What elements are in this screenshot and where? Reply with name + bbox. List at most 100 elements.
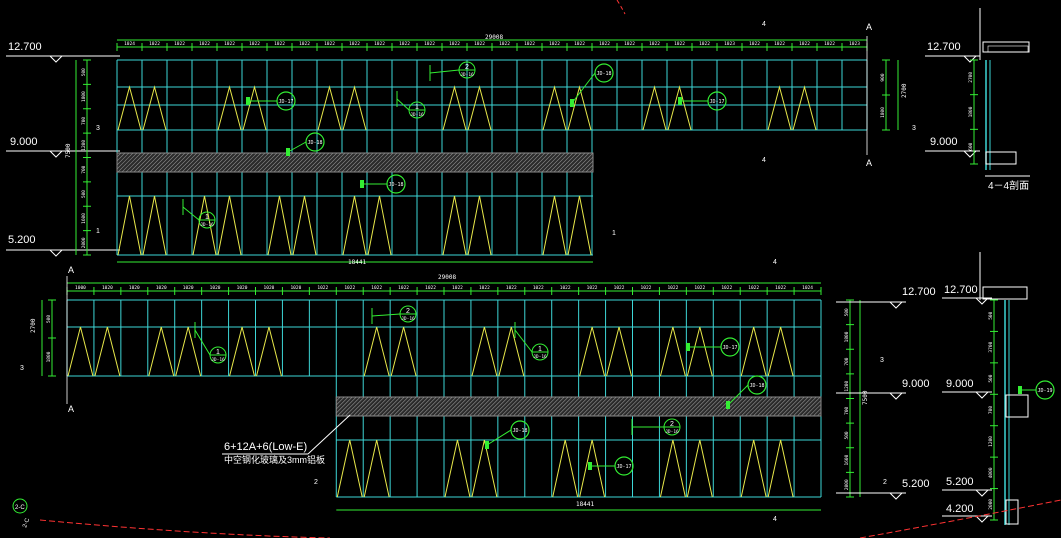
spandrel-hatch (253, 152, 274, 173)
spandrel-hatch (665, 396, 685, 417)
spandrel-hatch (497, 396, 517, 417)
spandrel-hatch (697, 396, 717, 417)
dimension-value: 500 (988, 374, 994, 382)
spandrel-hatch (517, 396, 537, 417)
lower-index-4: 2JD-16 (631, 418, 681, 436)
opening-sash-mark (552, 439, 579, 498)
leader-marker (286, 148, 290, 156)
level-markers-upper: 12.700 9.000 5.200 (8, 41, 42, 246)
dimension-value: 1024 (802, 285, 813, 291)
spandrel-hatch (385, 152, 406, 173)
spandrel-hatch (489, 396, 509, 417)
spandrel-hatch (541, 152, 562, 173)
spandrel-hatch (229, 152, 250, 173)
index-ref: JD-16 (200, 222, 214, 228)
spandrel-hatch (505, 152, 526, 173)
index-number: 1 (415, 104, 419, 111)
dimension-value: 1800 (81, 91, 87, 102)
spandrel-hatch (605, 396, 625, 417)
spandrel-hatch (561, 152, 582, 173)
spandrel-hatch (373, 152, 394, 173)
spandrel-hatch (429, 152, 450, 173)
section4-level-mark-mid (925, 150, 980, 158)
spandrel-hatch (433, 396, 453, 417)
dimension-value: 700 (81, 117, 87, 125)
spandrel-hatch (769, 396, 789, 417)
opening-sash-mark (579, 326, 606, 377)
spandrel-hatch (336, 396, 349, 410)
level-mark-mid (6, 150, 66, 158)
leader-marker (588, 462, 592, 470)
spandrel-hatch (773, 396, 793, 417)
spandrel-hatch (493, 152, 514, 173)
spandrel-hatch (661, 396, 681, 417)
spandrel-hatch (657, 396, 677, 417)
lower-index-3: 1JD-16 (514, 322, 549, 361)
spandrel-hatch (733, 396, 753, 417)
spandrel-hatch (425, 152, 446, 173)
leader-marker (246, 97, 250, 105)
dimension-value: 1200 (988, 436, 994, 447)
spandrel-hatch (293, 152, 314, 173)
opening-sash-mark (67, 326, 94, 377)
spandrel-hatch (125, 152, 146, 173)
spandrel-hatch (569, 396, 589, 417)
level-label-top: 12.700 (8, 41, 42, 53)
spandrel-hatch (461, 396, 481, 417)
opening-sash-mark (659, 439, 686, 498)
spandrel-hatch (473, 152, 494, 173)
spandrel-hatch (485, 152, 506, 173)
dimension-value: 500 (844, 308, 850, 316)
dimension-value: 1022 (425, 285, 436, 291)
spandrel-hatch (705, 396, 725, 417)
dimension-value: 1020 (183, 285, 194, 291)
spandrel-hatch (357, 152, 378, 173)
spandrel-hatch (417, 396, 437, 417)
spandrel-hatch (353, 152, 374, 173)
spandrel-hatch (777, 396, 797, 417)
leader-marker (678, 97, 682, 105)
dimension-value: 1020 (156, 285, 167, 291)
dimension-value: 1022 (524, 41, 535, 47)
spandrel-hatch (533, 396, 553, 417)
section-lower-level-base: 4.200 (946, 503, 974, 515)
spandrel-hatch (345, 152, 366, 173)
section4-lower-slab (985, 151, 1017, 165)
spandrel-hatch (573, 396, 593, 417)
spandrel-hatch (549, 396, 569, 417)
spandrel-hatch (577, 396, 597, 417)
spandrel-hatch (757, 396, 777, 417)
dimension-value: 1022 (699, 41, 710, 47)
upper-axis-4-top: 4 (762, 21, 766, 28)
detail-ref: JD-17 (278, 99, 293, 105)
spandrel-hatch (149, 152, 170, 173)
opening-sash-mark (342, 85, 367, 131)
spandrel-hatch (336, 396, 341, 402)
lower-callout-d-band: JD-18 (726, 375, 767, 409)
dimension-value: 1022 (641, 285, 652, 291)
spandrel-hatch (361, 152, 382, 173)
spandrel-hatch (137, 152, 158, 173)
spandrel-hatch (409, 396, 429, 417)
dimension-value: 1022 (549, 41, 560, 47)
spandrel-hatch (441, 396, 461, 417)
spandrel-hatch (561, 396, 581, 417)
spandrel-hatch (701, 396, 721, 417)
opening-sash-mark (767, 326, 794, 377)
spandrel-hatch (533, 152, 554, 173)
spandrel-hatch (365, 396, 385, 417)
opening-sash-mark (229, 326, 255, 377)
section-lower-level-mark-mid (942, 391, 992, 399)
index-ref: JD-16 (533, 354, 547, 360)
index-ref: JD-16 (665, 429, 679, 435)
level-triangle (49, 150, 63, 158)
leader-marker (1018, 386, 1022, 394)
spandrel-hatch (737, 396, 757, 417)
spandrel-hatch (453, 152, 474, 173)
opening-sash-mark (442, 85, 467, 131)
opening-sash-mark (256, 326, 282, 377)
dimension-value: 1022 (499, 41, 510, 47)
spandrel-hatch (285, 152, 306, 173)
